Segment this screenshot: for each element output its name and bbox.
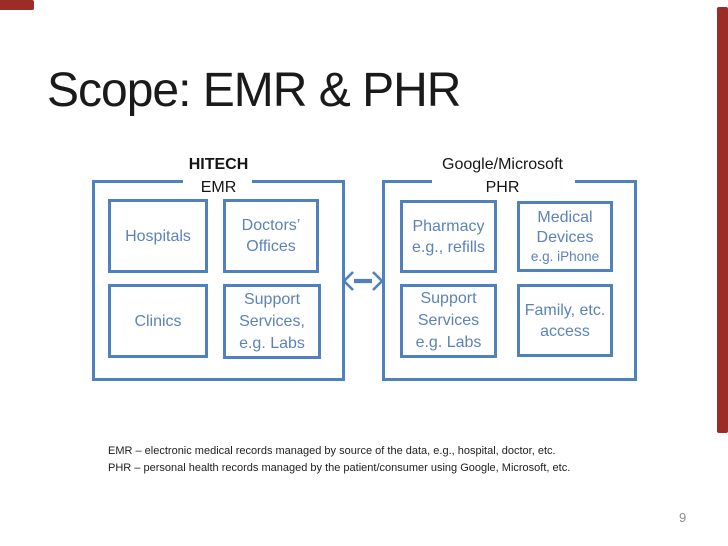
footnote-phr: PHR – personal health records managed by… [108, 462, 571, 474]
box-label-line: Doctors’ [241, 217, 301, 234]
box-label-line: e.g. Labs [415, 334, 482, 351]
box-pharmacy: Pharmacy e.g., refills [400, 200, 497, 273]
box-doctors-offices: Doctors’ Offices [223, 199, 319, 273]
phr-group-subheading: PHR [485, 179, 520, 196]
box-label-line: e.g., refills [412, 238, 485, 256]
box-label-line: Family, etc. [524, 301, 606, 319]
phr-group-frame [382, 180, 637, 381]
box-label-line: Hospitals [125, 227, 191, 245]
red-edge-mark-top-left [0, 0, 34, 10]
phr-frame-top-border-right [575, 180, 637, 183]
box-label-line: Support [420, 290, 477, 307]
emr-group-subheading: EMR [200, 179, 237, 196]
box-label-line: access [540, 322, 590, 340]
phr-group-heading: Google/Microsoft [442, 156, 563, 173]
box-label-line-small: e.g. iPhone [530, 249, 600, 264]
footnote-emr: EMR – electronic medical records managed… [108, 445, 556, 457]
box-label-line: Services, [239, 312, 305, 330]
box-label-line: Services [417, 312, 480, 329]
box-label-line: Pharmacy [412, 217, 485, 235]
emr-frame-top-border-right [252, 180, 345, 183]
box-support-services-phr: Support Services e.g. Labs [400, 284, 497, 358]
box-label-line: Clinics [134, 312, 182, 330]
emr-frame-top-border-left [92, 180, 183, 183]
page-number: 9 [679, 510, 687, 525]
box-label-line: Support [243, 290, 301, 308]
box-clinics: Clinics [108, 284, 208, 358]
box-hospitals: Hospitals [108, 199, 208, 273]
box-support-services-emr: Support Services, e.g. Labs [223, 284, 321, 359]
phr-frame-top-border-left [382, 180, 432, 183]
box-label-line: Offices [246, 238, 296, 255]
emr-group-heading: HITECH [188, 156, 249, 173]
box-label-line: e.g. Labs [239, 334, 305, 352]
box-family-access: Family, etc. access [517, 284, 613, 357]
slide-title: Scope: EMR & PHR [47, 64, 461, 117]
box-label-line: Medical [537, 209, 593, 226]
box-medical-devices: Medical Devices e.g. iPhone [517, 201, 613, 272]
double-arrow-icon [342, 271, 384, 291]
red-edge-mark-right [717, 7, 728, 433]
box-label-line: Devices [536, 229, 594, 246]
